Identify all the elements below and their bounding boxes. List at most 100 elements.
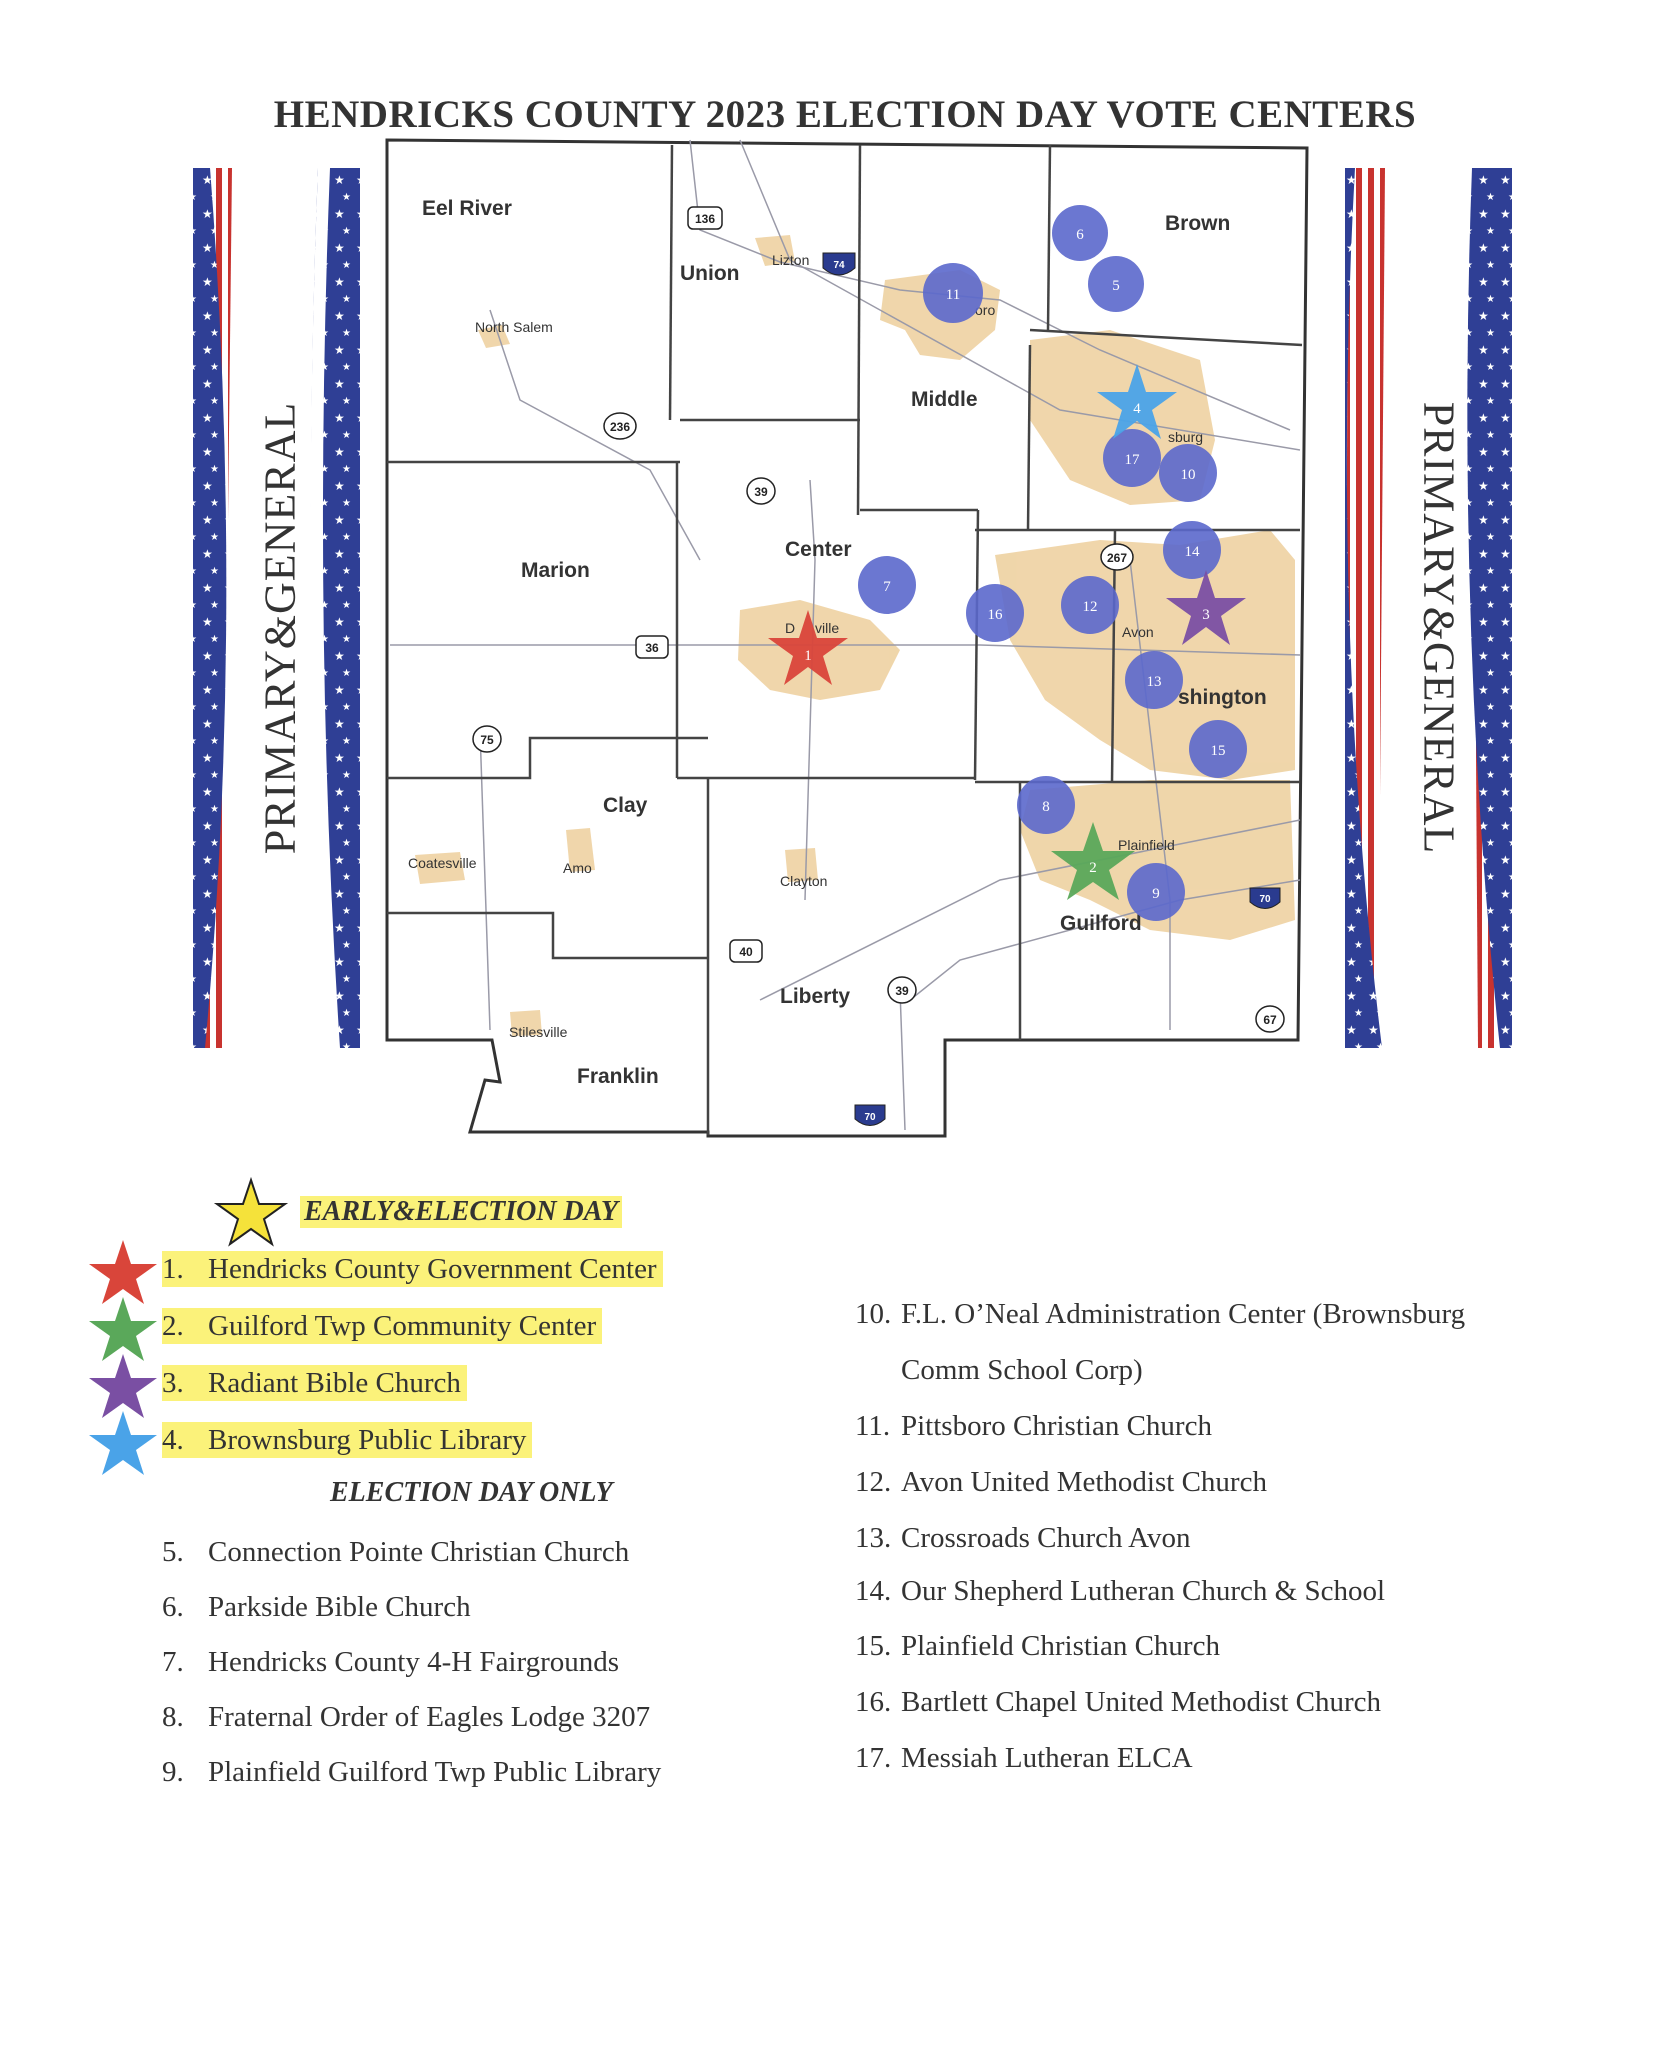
legend-item: 3.Radiant Bible Church: [162, 1365, 467, 1401]
legend-item: 1.Hendricks County Government Center: [162, 1251, 663, 1287]
vote-center-circle-marker[interactable]: 5: [1088, 256, 1144, 312]
early-election-day-heading: EARLY&ELECTION DAY: [300, 1196, 623, 1228]
svg-text:10: 10: [1181, 467, 1196, 483]
star-icon: [89, 1297, 157, 1361]
svg-text:36: 36: [645, 641, 659, 655]
vote-center-star-marker[interactable]: 1: [768, 610, 848, 685]
township-label: Liberty: [780, 985, 850, 1008]
svg-text:7: 7: [883, 579, 891, 595]
interstate-shield: 70: [854, 1104, 886, 1126]
svg-text:1: 1: [804, 648, 812, 664]
page-title: HENDRICKS COUNTY 2023 ELECTION DAY VOTE …: [273, 93, 1417, 136]
township-boundaries: [387, 144, 1303, 1135]
vote-center-star-marker[interactable]: 3: [1166, 570, 1246, 645]
township-label: Center: [785, 538, 852, 561]
state-route-shield: 67: [1255, 1005, 1285, 1033]
state-route-shield: 39: [887, 976, 917, 1004]
township-label: Union: [680, 262, 739, 285]
vote-center-circle-marker[interactable]: 8: [1017, 776, 1075, 834]
legend-item: 10.F.L. O’Neal Administration Center (Br…: [855, 1298, 1466, 1330]
legend-item: Comm School Corp): [901, 1354, 1143, 1386]
state-route-shield: 39: [746, 477, 776, 505]
vote-center-circle-marker[interactable]: 12: [1061, 576, 1119, 634]
svg-text:39: 39: [754, 485, 768, 499]
town-label: Amo: [563, 860, 592, 876]
vote-center-circle-marker[interactable]: 6: [1052, 205, 1108, 261]
legend-item: 17.Messiah Lutheran ELCA: [855, 1742, 1193, 1774]
flag-banner-left: [193, 168, 360, 1048]
legend-stars: [89, 1176, 289, 1475]
state-route-shield: 75: [472, 725, 502, 753]
state-route-shield: 236: [603, 412, 637, 440]
us-route-shield: 136: [687, 206, 723, 230]
svg-text:70: 70: [1259, 894, 1271, 905]
interstate-shield: 70: [1249, 887, 1281, 909]
svg-text:40: 40: [739, 945, 753, 959]
svg-text:74: 74: [833, 260, 845, 271]
legend-item: 6.Parkside Bible Church: [162, 1591, 471, 1623]
legend-item: 15.Plainfield Christian Church: [855, 1630, 1220, 1662]
svg-text:5: 5: [1112, 278, 1120, 294]
vote-center-circle-marker[interactable]: 13: [1125, 651, 1183, 709]
legend-item: 9.Plainfield Guilford Twp Public Library: [162, 1756, 662, 1788]
route-shields: 136 74 236 39 36 75 267 40: [472, 206, 1285, 1126]
vote-center-circle-marker[interactable]: 7: [858, 556, 916, 614]
town-label: Plainfield: [1118, 837, 1175, 853]
township-label: shington: [1178, 686, 1267, 709]
vote-center-star-marker[interactable]: 2: [1051, 822, 1135, 900]
vote-center-circle-marker[interactable]: 14: [1163, 521, 1221, 579]
town-label: Clayton: [780, 873, 827, 889]
election-day-only-heading: ELECTION DAY ONLY: [330, 1477, 613, 1508]
township-label: Middle: [911, 388, 978, 411]
svg-text:3: 3: [1202, 607, 1210, 623]
vote-center-circle-marker[interactable]: 11: [923, 263, 983, 323]
svg-text:17: 17: [1125, 452, 1141, 468]
town-label: Lizton: [772, 252, 809, 268]
town-label: sburg: [1168, 429, 1203, 445]
svg-text:4: 4: [1133, 401, 1141, 417]
town-label: Stilesville: [509, 1024, 568, 1040]
town-labels: Lizton North Salem Coatesville Amo Clayt…: [408, 252, 1203, 1040]
legend-item: 8.Fraternal Order of Eagles Lodge 3207: [162, 1701, 651, 1733]
us-route-shield: 40: [729, 939, 763, 963]
vote-center-star-marker[interactable]: 4: [1097, 364, 1177, 439]
township-label: Guilford: [1060, 912, 1142, 935]
vote-center-circle-marker[interactable]: 17: [1103, 429, 1161, 487]
svg-text:67: 67: [1263, 1013, 1277, 1027]
vote-center-circle-marker[interactable]: 9: [1127, 863, 1185, 921]
svg-text:11: 11: [946, 287, 960, 303]
roads: [390, 139, 1301, 1131]
vote-center-circle-marker[interactable]: 16: [966, 584, 1024, 642]
legend-item: 2.Guilford Twp Community Center: [162, 1308, 603, 1344]
legend-item: 13.Crossroads Church Avon: [855, 1522, 1191, 1554]
town-label: D: [785, 620, 795, 636]
legend-item: 16.Bartlett Chapel United Methodist Chur…: [855, 1686, 1382, 1718]
legend-item: 5.Connection Pointe Christian Church: [162, 1536, 630, 1568]
svg-text:75: 75: [480, 733, 494, 747]
star-icon: [89, 1240, 157, 1304]
svg-text:8: 8: [1042, 799, 1050, 815]
svg-text:136: 136: [695, 212, 715, 226]
town-label: North Salem: [475, 319, 553, 335]
legend-item: 14.Our Shepherd Lutheran Church & School: [855, 1575, 1386, 1607]
vote-center-circle-marker[interactable]: 15: [1189, 720, 1247, 778]
vote-center-circle-marker[interactable]: 10: [1159, 444, 1217, 502]
legend-item: 12.Avon United Methodist Church: [855, 1466, 1267, 1498]
svg-text:14: 14: [1185, 544, 1201, 560]
town-label: ville: [815, 620, 839, 636]
svg-text:39: 39: [895, 984, 909, 998]
svg-text:15: 15: [1211, 743, 1226, 759]
township-labels: Eel River Union Middle Brown Marion Cent…: [422, 197, 1267, 1088]
town-label: Coatesville: [408, 855, 477, 871]
township-label: Marion: [521, 559, 590, 582]
flag-banner-right: [1345, 168, 1512, 1048]
svg-text:236: 236: [610, 420, 630, 434]
township-label: Franklin: [577, 1065, 659, 1088]
township-label: Brown: [1165, 212, 1230, 235]
svg-text:13: 13: [1147, 674, 1162, 690]
svg-text:12: 12: [1083, 599, 1098, 615]
interstate-shield: 74: [822, 252, 856, 276]
legend-item: 11.Pittsboro Christian Church: [855, 1410, 1212, 1442]
township-label: Eel River: [422, 197, 512, 220]
